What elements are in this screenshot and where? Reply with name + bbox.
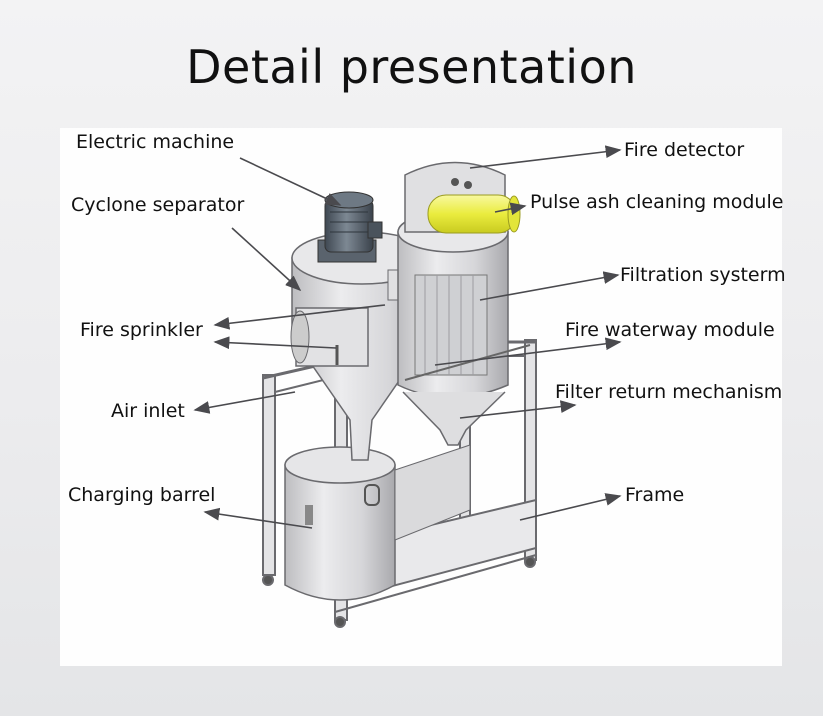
label-charging-barrel: Charging barrel <box>68 484 216 506</box>
charging-barrel-shape <box>284 444 471 601</box>
arrow-fire-waterway <box>434 337 622 366</box>
arrow-fire-sprinkler-1 <box>213 304 386 330</box>
arrow-fire-detector <box>469 145 622 169</box>
arrow-electric-machine <box>239 157 342 206</box>
arrow-pulse-ash <box>494 202 527 216</box>
label-frame: Frame <box>625 484 685 506</box>
cyclone-separator-shape <box>290 231 435 461</box>
arrow-cyclone-separator <box>231 227 302 292</box>
callout-arrows <box>193 145 622 529</box>
arrow-frame <box>519 493 622 521</box>
electric-motor-shape <box>317 191 383 263</box>
label-filter-return: Filter return mechanism <box>555 381 783 403</box>
label-fire-sprinkler: Fire sprinkler <box>80 319 203 341</box>
label-electric-machine: Electric machine <box>76 131 235 153</box>
arrow-air-inlet <box>193 391 296 414</box>
label-pulse-ash-cleaning: Pulse ash cleaning module <box>530 191 784 213</box>
label-cyclone-separator: Cyclone separator <box>71 194 245 216</box>
arrow-fire-sprinkler-2 <box>213 336 337 350</box>
arrow-filtration <box>479 271 620 301</box>
arrow-charging-barrel <box>203 507 313 529</box>
page-title: Detail presentation <box>186 40 637 94</box>
label-fire-detector: Fire detector <box>624 139 745 161</box>
label-fire-waterway: Fire waterway module <box>565 319 775 341</box>
label-filtration-system: Filtration systerm <box>620 264 786 286</box>
pulse-tank-shape <box>427 194 521 234</box>
label-air-inlet: Air inlet <box>111 400 185 422</box>
arrow-filter-return <box>459 400 577 419</box>
